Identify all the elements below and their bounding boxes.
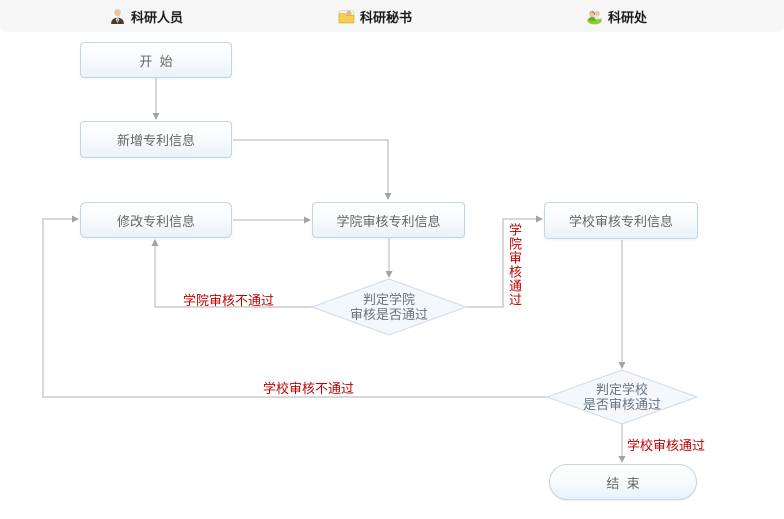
lane-research-office-label: 科研处 bbox=[608, 9, 648, 25]
college-decision-label: 判定学院 审核是否通过 bbox=[349, 292, 428, 322]
edge-label-college-approve: 学院审核通过 bbox=[507, 223, 522, 307]
edge-college-approve-to-school-review bbox=[466, 215, 543, 308]
edge-add-to-college-review bbox=[233, 139, 392, 200]
node-modify-patent: 修改专利信息 bbox=[80, 202, 232, 238]
node-add-patent: 新增专利信息 bbox=[80, 121, 232, 158]
edge-college-reject-to-modify bbox=[151, 239, 312, 308]
lane-research-office: 科研处 bbox=[586, 4, 647, 28]
lane-secretary-label: 科研秘书 bbox=[360, 9, 413, 25]
lane-header-bar: 科研人员 科研秘书 bbox=[0, 0, 784, 32]
college-decision-diamond bbox=[310, 278, 468, 336]
edge-school-reject-to-modify bbox=[42, 215, 547, 398]
node-end: 结 束 bbox=[549, 464, 697, 500]
edge-label-school-approve: 学校审核通过 bbox=[627, 438, 706, 453]
researcher-icon bbox=[109, 8, 126, 25]
lane-researcher-label: 科研人员 bbox=[131, 9, 184, 25]
node-start: 开 始 bbox=[80, 42, 232, 78]
secretary-icon bbox=[338, 8, 355, 25]
node-school-review: 学校审核专利信息 bbox=[544, 202, 698, 239]
edge-label-school-reject: 学校审核不通过 bbox=[263, 381, 355, 396]
lane-secretary: 科研秘书 bbox=[338, 4, 412, 28]
node-college-review: 学院审核专利信息 bbox=[312, 202, 465, 238]
lane-researcher: 科研人员 bbox=[109, 4, 183, 28]
research-office-icon bbox=[586, 8, 603, 25]
edge-label-college-reject: 学院审核不通过 bbox=[183, 293, 275, 308]
school-decision-label: 判定学校 是否审核通过 bbox=[582, 382, 661, 412]
school-decision-diamond bbox=[545, 369, 699, 425]
